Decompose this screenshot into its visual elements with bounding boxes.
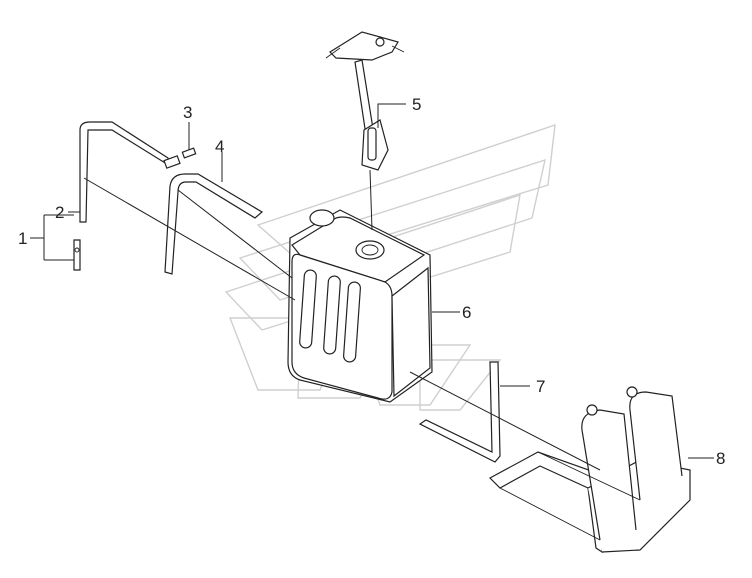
part-3-bolt[interactable] [163,147,197,169]
callout-5: 5 [412,95,421,114]
part-2-strap[interactable] [73,121,171,271]
watermark-logo [224,123,556,411]
part-5-fuel-sender[interactable] [325,31,405,171]
part-4-rubber-pad[interactable] [164,173,264,275]
callout-2: 2 [55,203,64,222]
callout-labels: 1 2 3 4 5 6 7 8 [18,95,725,468]
part-7-rubber-strip[interactable] [418,361,501,463]
callout-8: 8 [716,449,725,468]
callout-1: 1 [18,229,27,248]
callout-4: 4 [215,137,224,156]
part-6-fuel-tank[interactable] [287,209,433,403]
assembly-lines [83,169,601,471]
callout-7: 7 [536,377,545,396]
leader-lines [30,103,714,459]
part-8-bracket[interactable] [489,386,691,554]
callout-6: 6 [462,303,471,322]
callout-3: 3 [183,103,192,122]
